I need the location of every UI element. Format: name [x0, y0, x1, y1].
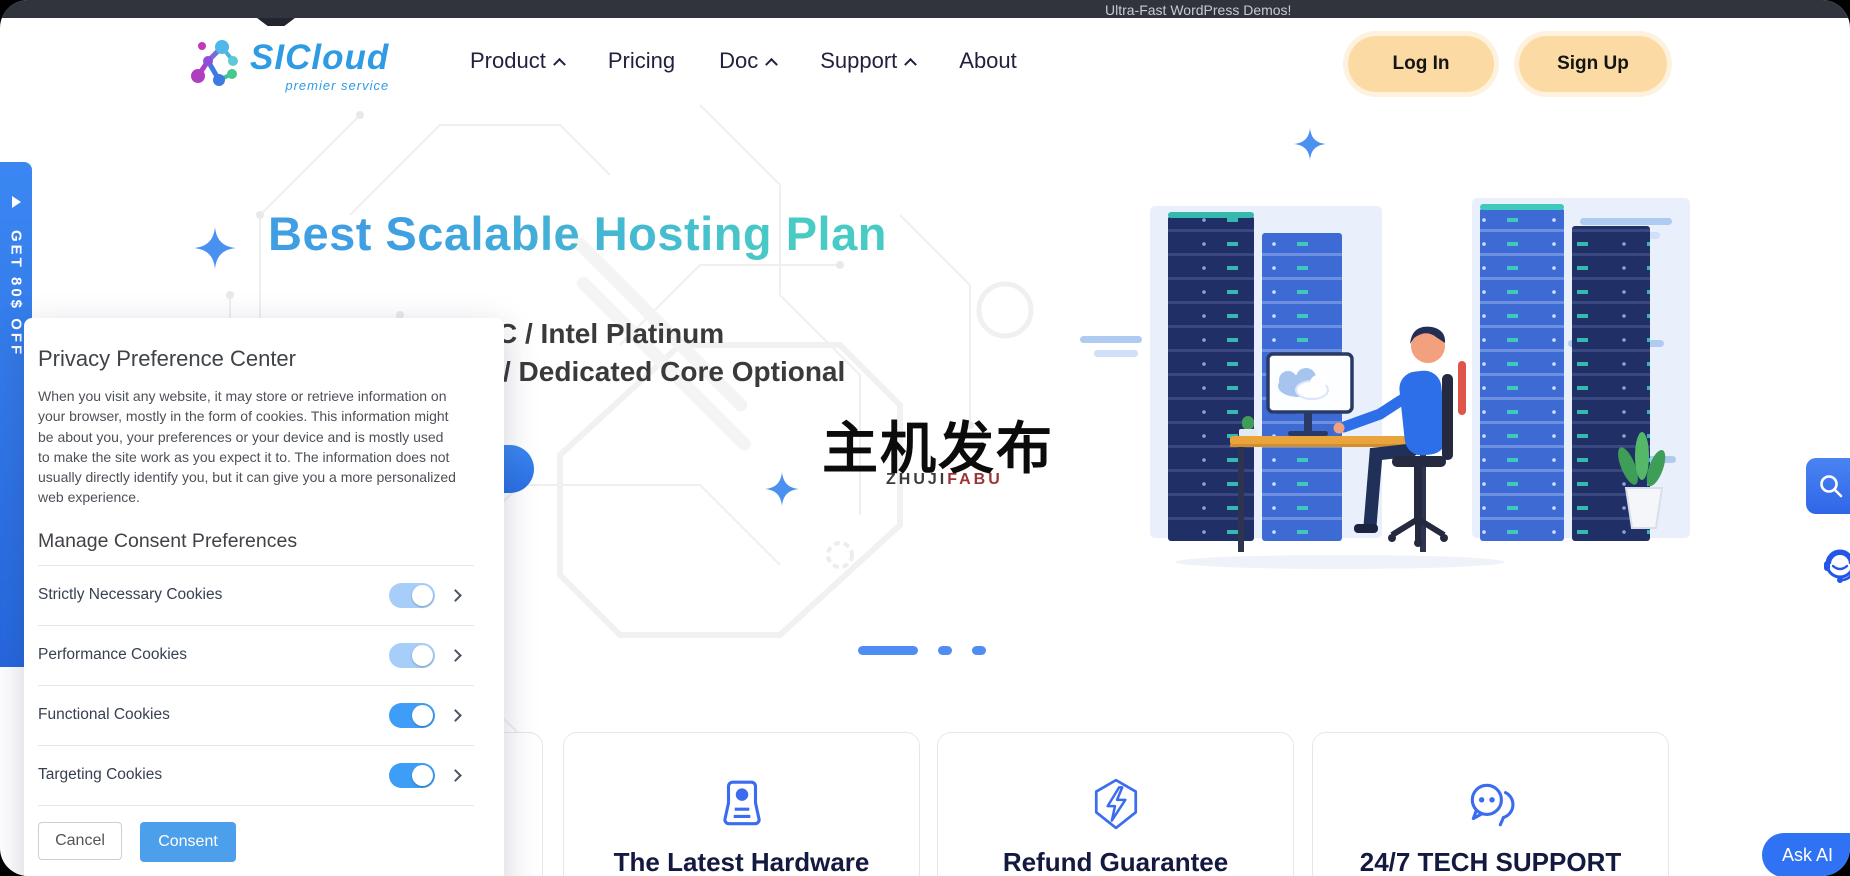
chevron-right-icon[interactable] — [449, 648, 462, 662]
headset-agent-icon — [1824, 549, 1850, 583]
nav-label: Pricing — [607, 48, 676, 73]
chevron-up-icon — [765, 57, 779, 71]
carousel-dot-active[interactable] — [858, 646, 918, 655]
customer-service-button[interactable] — [1818, 544, 1850, 588]
server-icon — [722, 780, 761, 826]
nav-item-doc[interactable]: Doc — [719, 48, 779, 74]
toggle-performance[interactable] — [389, 642, 435, 668]
chevron-up-icon — [904, 57, 918, 71]
chevron-right-icon[interactable] — [449, 708, 462, 722]
announcement-text: Ultra-Fast WordPress Demos! — [1105, 2, 1292, 18]
feature-title: The Latest Hardware — [613, 847, 870, 876]
toggle-functional[interactable] — [389, 702, 435, 728]
logo[interactable]: SICloud premier service — [186, 34, 389, 93]
chevron-right-icon[interactable] — [449, 588, 462, 602]
consent-button[interactable]: Consent — [140, 821, 236, 862]
nav-item-support[interactable]: Support — [820, 48, 918, 74]
nav-item-pricing[interactable]: Pricing — [608, 48, 675, 74]
chevron-right-icon[interactable] — [449, 768, 462, 782]
dialog-description: When you visit any website, it may store… — [38, 388, 456, 506]
cookie-row-performance[interactable]: Performance Cookies — [38, 624, 474, 685]
search-button[interactable] — [1806, 458, 1850, 514]
chat-support-icon — [1470, 783, 1514, 827]
watermark: 主机发布 ZHUJIFABU — [822, 404, 1054, 489]
hero-subtitle-line1: C / Intel Platinum — [497, 318, 725, 349]
hero-subtitle-line2: / Dedicated Core Optional — [503, 356, 846, 387]
main-nav: Product Pricing Doc Support About — [470, 38, 1017, 84]
dialog-footer: Cancel Consent — [38, 804, 474, 862]
logo-name: SICloud — [250, 38, 390, 77]
cancel-button[interactable]: Cancel — [38, 821, 122, 860]
feature-card-support: 24/7 TECH SUPPORT — [1312, 732, 1669, 876]
nav-label: Product — [470, 48, 546, 73]
feature-title: 24/7 TECH SUPPORT — [1359, 847, 1622, 876]
nav-label: About — [959, 48, 1017, 73]
carousel-dot[interactable] — [972, 646, 986, 655]
feature-card-refund: Refund Guarantee — [937, 732, 1294, 876]
server-room-illustration — [1080, 198, 1690, 569]
dialog-title: Privacy Preference Center — [38, 346, 296, 371]
toggle-strictly-necessary[interactable] — [389, 582, 435, 608]
sparkle-icon — [194, 227, 236, 269]
refund-bolt-icon — [1094, 778, 1137, 830]
cookie-row-targeting[interactable]: Targeting Cookies — [38, 744, 474, 805]
carousel-dot[interactable] — [938, 646, 952, 655]
toggle-targeting[interactable] — [389, 762, 435, 788]
announcement-bar: Ultra-Fast WordPress Demos! — [0, 0, 1850, 18]
feature-title: Refund Guarantee — [1002, 847, 1229, 876]
feature-card-hardware: The Latest Hardware — [563, 732, 920, 876]
hero-title: Best Scalable Hosting Plan — [268, 207, 887, 260]
login-button[interactable]: Log In — [1348, 36, 1494, 92]
cookie-category-label: Performance Cookies — [38, 646, 188, 664]
window-notch — [257, 18, 295, 26]
nav-label: Support — [820, 48, 898, 73]
cookie-category-list: Strictly Necessary Cookies Performance C… — [38, 564, 474, 805]
play-right-icon — [11, 196, 21, 208]
watermark-cn-text: 主机发布 — [822, 417, 1054, 482]
nav-label: Doc — [719, 48, 759, 73]
nav-item-about[interactable]: About — [959, 48, 1017, 74]
cookie-row-strictly-necessary[interactable]: Strictly Necessary Cookies — [38, 564, 474, 625]
sparkle-icon — [1294, 128, 1326, 160]
cookie-row-functional[interactable]: Functional Cookies — [38, 684, 474, 745]
dialog-section-title: Manage Consent Preferences — [38, 529, 298, 552]
magnifier-icon — [1820, 475, 1843, 498]
cookie-consent-dialog: Privacy Preference Center When you visit… — [24, 318, 504, 876]
nav-item-product[interactable]: Product — [470, 48, 566, 74]
cookie-category-label: Functional Cookies — [38, 706, 170, 724]
logo-tagline: premier service — [285, 78, 390, 93]
molecule-logo-icon — [191, 40, 238, 86]
ask-ai-button[interactable]: Ask AI — [1762, 833, 1850, 876]
watermark-latin-text: ZHUJIFABU — [886, 471, 1003, 488]
cookie-category-label: Targeting Cookies — [38, 766, 163, 784]
sparkle-icon — [765, 472, 799, 506]
promo-tab-label: GET 80$ OFF — [7, 230, 25, 358]
signup-button[interactable]: Sign Up — [1519, 36, 1667, 92]
cookie-category-label: Strictly Necessary Cookies — [38, 586, 223, 604]
carousel-indicators — [858, 646, 986, 655]
chevron-up-icon — [552, 57, 566, 71]
